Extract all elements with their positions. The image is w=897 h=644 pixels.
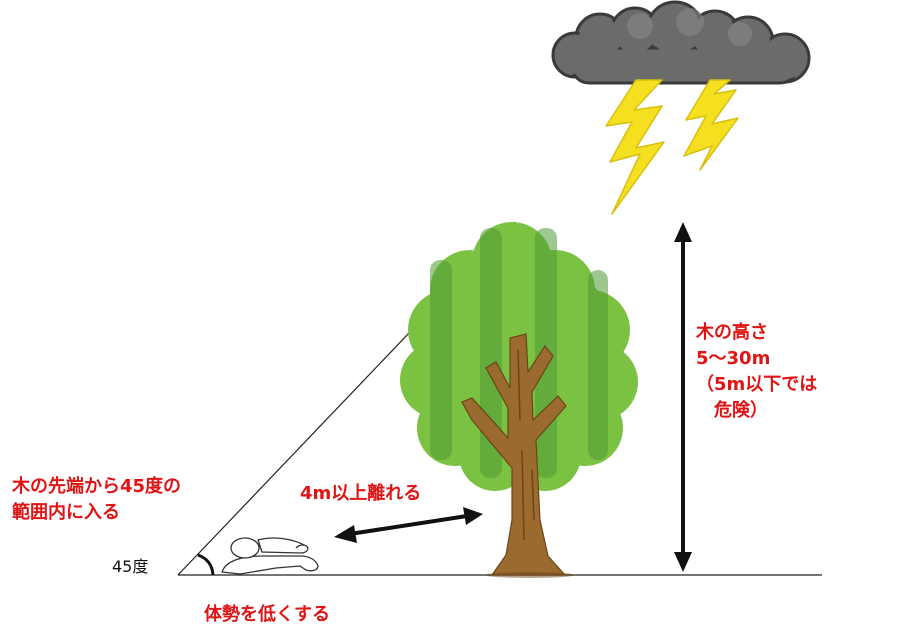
posture-label: 体勢を低くする [204,604,330,625]
tree-height-line-3: （5m以下では [696,374,818,395]
distance-arrow [334,507,483,543]
tree-height-arrow [674,222,692,572]
tree-height-line-1: 木の高さ [696,322,768,343]
storm-cloud-icon [551,0,811,85]
zone-label: 木の先端から45度の 範囲内に入る [12,474,181,526]
distance-label: 4m以上離れる [300,483,422,504]
angle-label: 45度 [112,557,149,576]
crouching-person-icon [221,537,319,575]
zone-line-2: 範囲内に入る [12,502,120,523]
tree-height-line-2: 5～30m [696,348,771,369]
tree-height-label: 木の高さ 5～30m （5m以下では 危険） [696,320,817,424]
tree-height-line-4: 危険） [714,400,768,421]
lightning-bolt-icon [605,79,739,215]
angle-arc [197,553,215,576]
zone-line-1: 木の先端から45度の [12,476,182,497]
tree-icon [400,222,638,578]
